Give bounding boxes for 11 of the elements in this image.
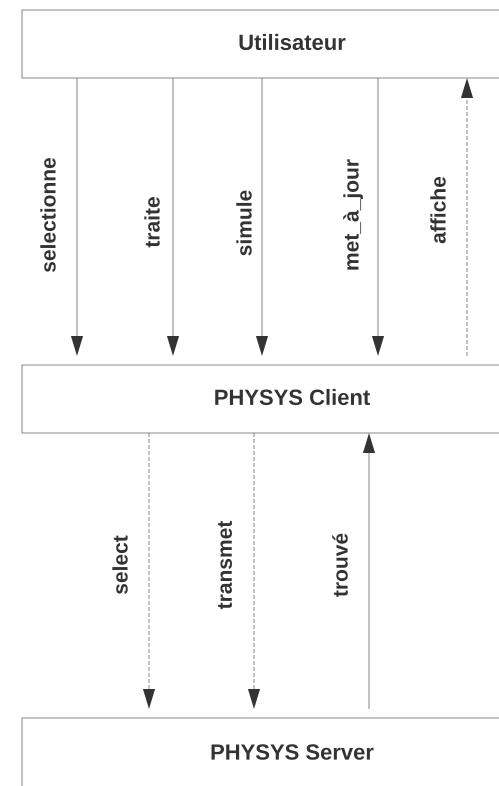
edge-label: transmet xyxy=(218,520,232,610)
edge-label: met_à_jour xyxy=(343,159,363,270)
edge-label: trouvé xyxy=(332,534,348,597)
edge-label: simule xyxy=(236,190,252,256)
component-box: Utilisateur xyxy=(22,10,499,78)
edge-label: selectionne xyxy=(40,158,56,272)
edge-label: affiche xyxy=(430,176,446,244)
component-box: PHYSYS Server xyxy=(22,718,499,786)
component-box: PHYSYS Client xyxy=(22,364,499,434)
edge-label: traite xyxy=(144,197,160,248)
edge-label: select xyxy=(112,536,128,594)
